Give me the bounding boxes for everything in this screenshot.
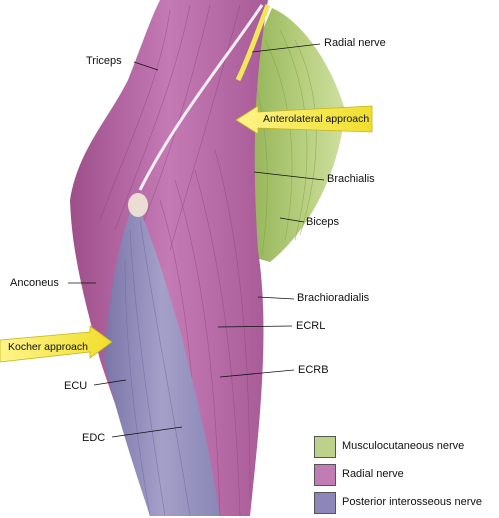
leader-lines [68,43,325,438]
nerve-legend: Musculocutaneous nerve Radial nerve Post… [314,434,499,518]
legend-label-musculocutaneous: Musculocutaneous nerve [342,440,465,452]
label-brachioradialis: Brachioradialis [297,292,370,304]
lateral-epicondyle [128,193,148,217]
radial-nerve-trunk [235,4,271,82]
label-radial-nerve: Radial nerve [324,37,386,49]
legend-item-musculocutaneous: Musculocutaneous nerve [314,434,499,460]
anterolateral-approach-arrow [235,105,373,135]
label-kocher-approach: Kocher approach [8,341,88,353]
label-ecrb: ECRB [298,364,329,376]
label-anterolateral-approach: Anterolateral approach [263,113,370,125]
label-edc: EDC [82,432,106,444]
label-brachialis: Brachialis [327,173,375,185]
label-triceps: Triceps [86,55,122,67]
legend-label-radial: Radial nerve [342,468,404,480]
legend-item-posterior-interosseous: Posterior interosseous nerve [314,490,499,516]
legend-swatch-posterior-interosseous [314,492,336,514]
posterior-interosseous-muscles [104,200,220,516]
legend-swatch-musculocutaneous [314,436,336,458]
legend-item-radial: Radial nerve [314,462,499,488]
blue-muscle-fibers [124,219,191,516]
label-ecu: ECU [64,380,88,392]
legend-swatch-radial [314,464,336,486]
kocher-approach-arrow [0,325,113,363]
label-anconeus: Anconeus [10,277,59,289]
anterolateral-interval [138,4,264,191]
legend-label-posterior-interosseous: Posterior interosseous nerve [342,496,483,508]
label-biceps: Biceps [306,216,340,228]
label-ecrl: ECRL [296,320,326,332]
